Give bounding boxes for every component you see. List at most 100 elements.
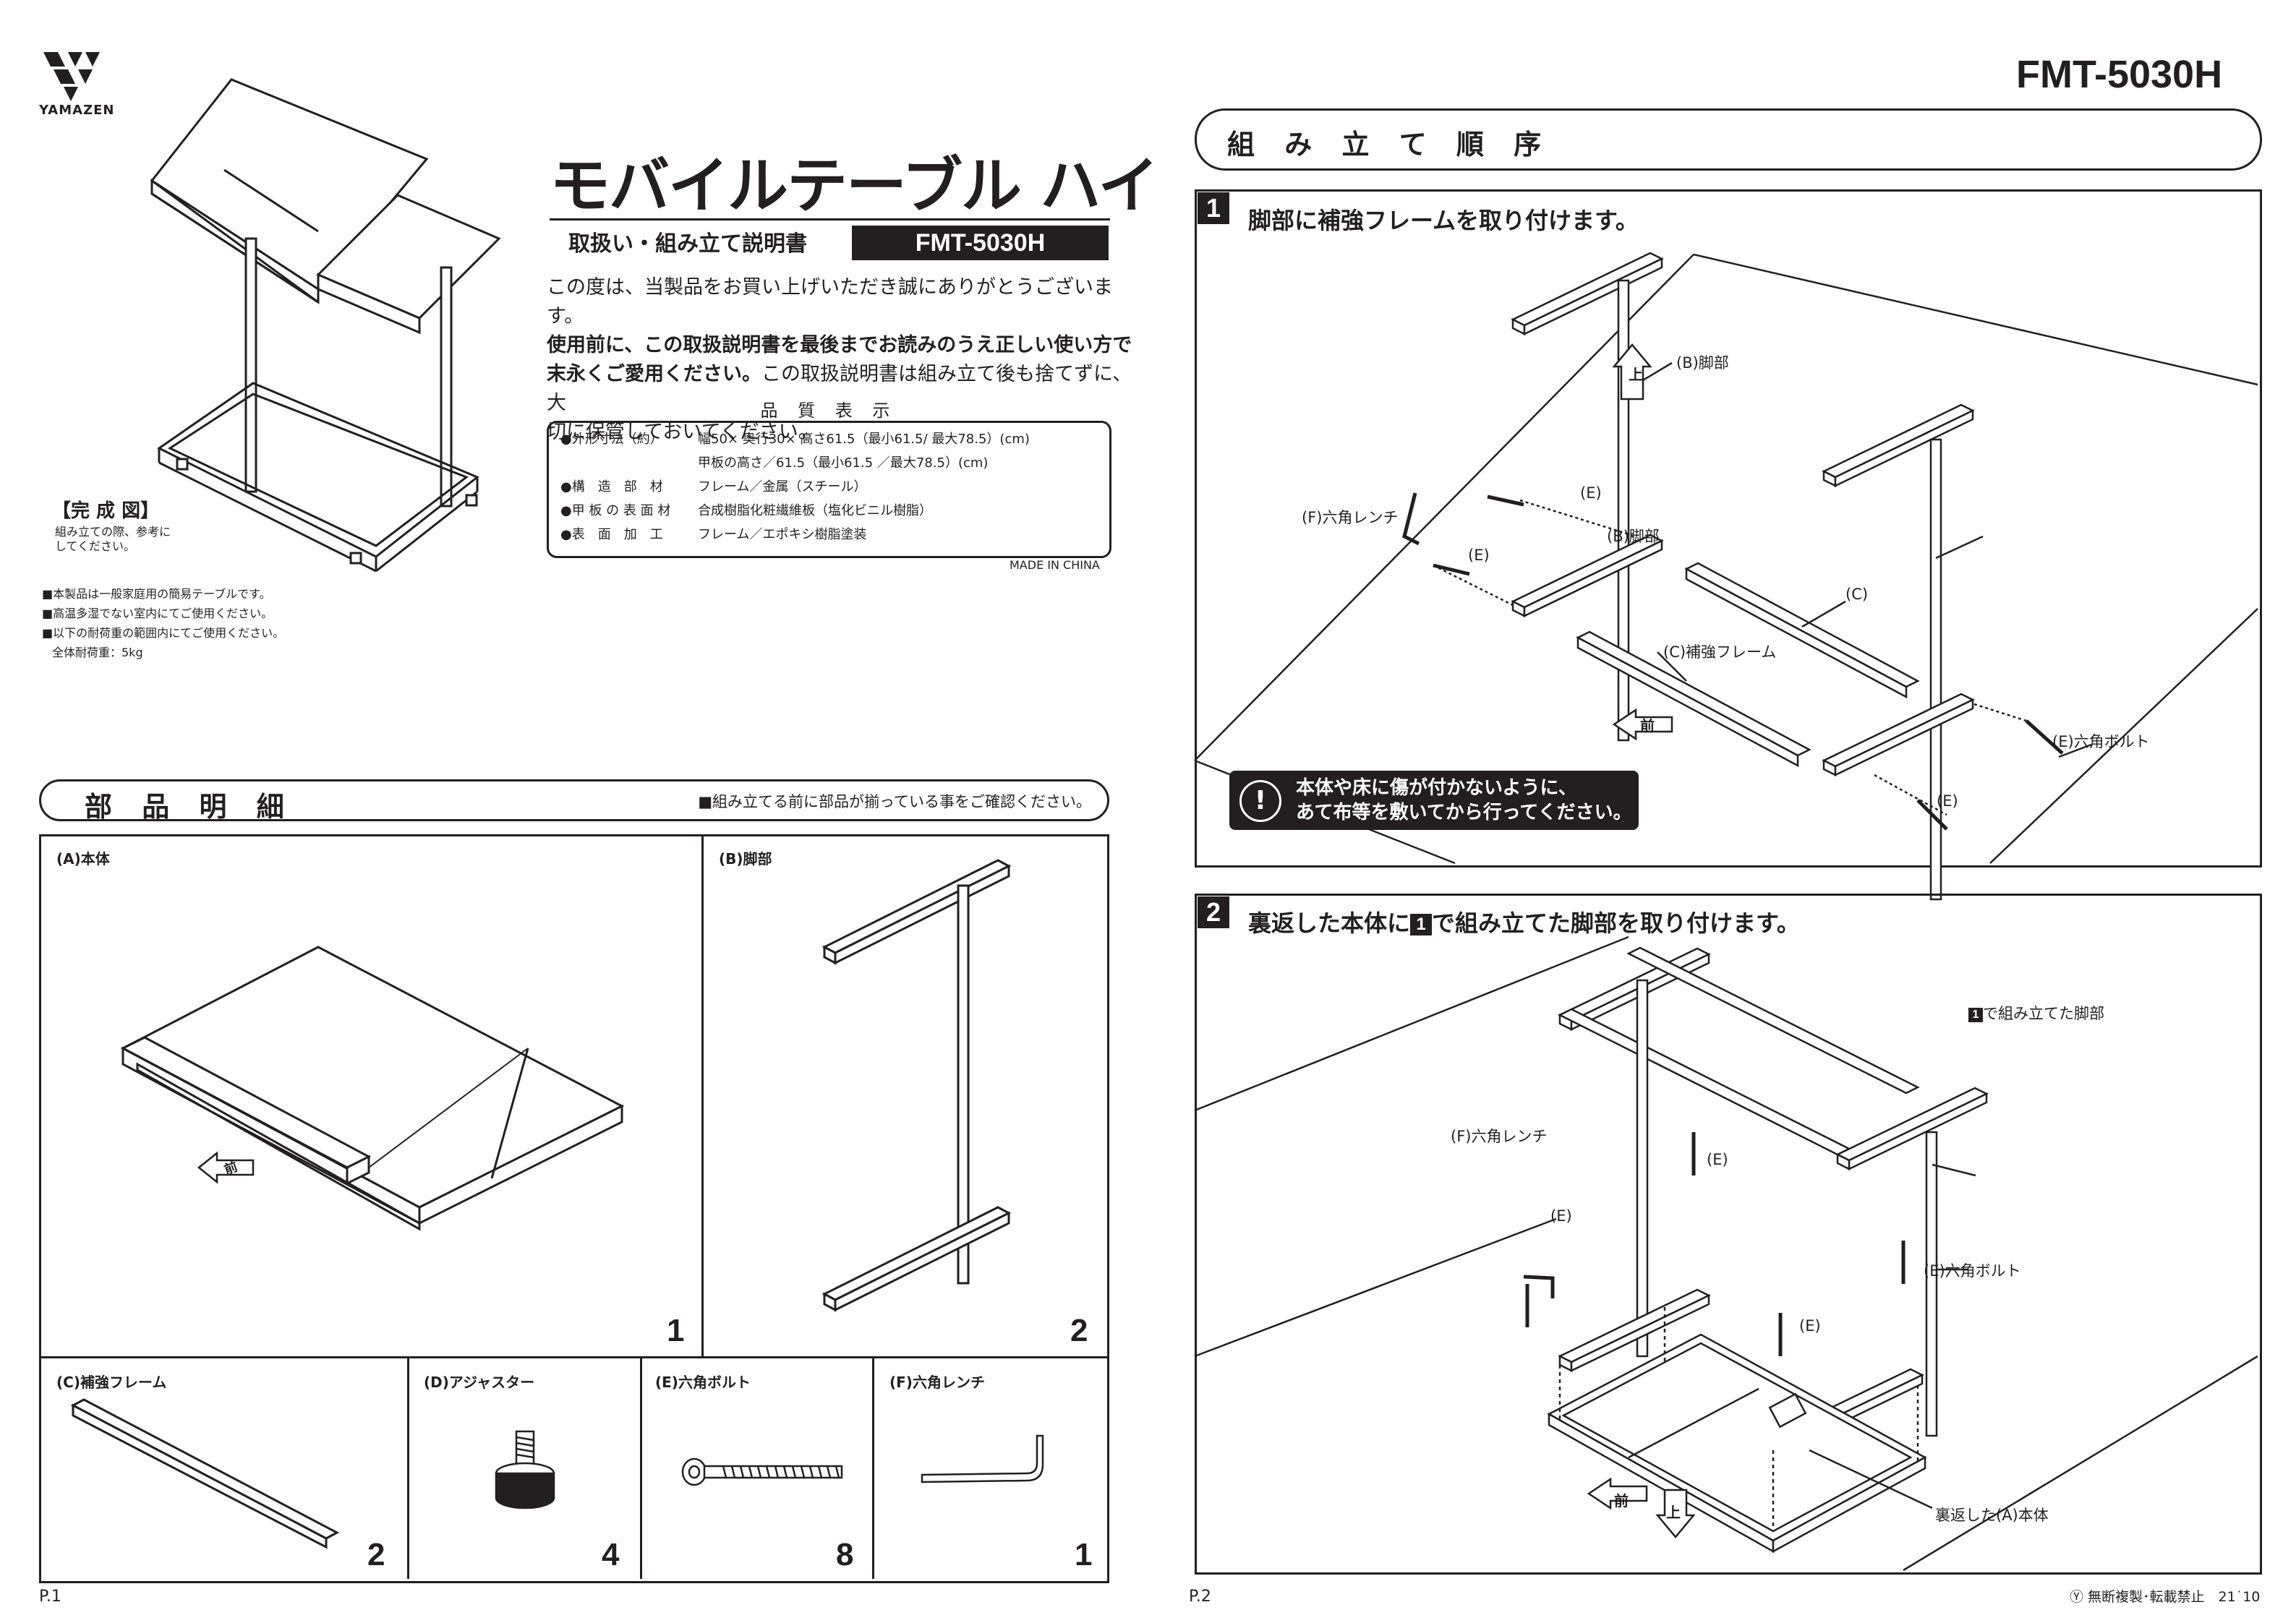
part-a-tabletop-illustration (116, 940, 636, 1243)
quality-label: ●甲 板 の 表 面 材 (560, 503, 671, 518)
title-underline (550, 218, 1110, 220)
copyright-notice: Ⓨ 無断複製･転載禁止 21˙10 (2070, 1589, 2261, 1605)
step-2-label-f: (F)六角レンチ (1451, 1128, 1548, 1145)
parts-divider (640, 1356, 642, 1579)
parts-divider (872, 1356, 874, 1579)
quality-value: 合成樹脂化粧繊維板（塩化ビニル樹脂） (698, 503, 932, 518)
quality-label: ●表 面 加 工 (560, 527, 663, 542)
step-2-number: 2 (1198, 896, 1229, 928)
warning-box: ! 本体や床に傷が付かないように、 あて布等を敷いてから行ってください。 (1229, 771, 1639, 830)
parts-section-header: 部 品 明 細 ■組み立てる前に部品が揃っている事をご確認ください。 (39, 779, 1109, 823)
step-1-assembly-illustration (1194, 189, 2258, 901)
part-c-frame-illustration (69, 1395, 344, 1549)
part-d-label: (D)アジャスター (424, 1374, 535, 1391)
step-1-label-e1: (E) (1580, 484, 1602, 502)
quality-label: ●外形寸法（約） (560, 432, 663, 447)
parts-list-panel (39, 834, 1109, 1583)
part-e-qty: 8 (836, 1537, 854, 1572)
step-2-legs-ref: 1 (1968, 1008, 1983, 1022)
step-1-label-e2: (E) (1468, 547, 1490, 564)
part-d-qty: 4 (602, 1537, 620, 1572)
model-number-box: FMT-5030H (852, 226, 1109, 260)
page-number-1: P.1 (39, 1588, 61, 1606)
complete-figure-title: 【完 成 図】 (52, 500, 160, 522)
warning-icon: ! (1239, 780, 1281, 822)
warning-line-1: 本体や床に傷が付かないように、 (1296, 777, 1577, 799)
part-f-qty: 1 (1075, 1537, 1093, 1572)
manual-subtitle: 取扱い・組み立て説明書 (568, 231, 807, 257)
front-mark-text: 前 (1640, 717, 1655, 735)
quality-row: ●外形寸法（約） 幅50× 奥行30× 高さ61.5（最小61.5/ 最大78.5… (560, 427, 1109, 451)
step-2-title-a: 裏返した本体に (1248, 909, 1411, 937)
assembly-section-header: 組 み 立 て 順 序 (1195, 108, 2262, 171)
step-1-label-c2: (C)補強フレーム (1663, 643, 1777, 661)
quality-table: ●外形寸法（約） 幅50× 奥行30× 高さ61.5（最小61.5/ 最大78.5… (547, 421, 1111, 558)
intro-line-3-bold: 末永くご愛用ください。 (547, 363, 761, 385)
parts-divider (701, 834, 704, 1358)
quality-row: 甲板の高さ／61.5（最小61.5 ／最大78.5）(cm) (560, 451, 1109, 475)
page-title: モバイルテーブル ハイ (550, 150, 1159, 221)
step-1-label-c1: (C) (1845, 586, 1869, 603)
step-2-assembly-illustration (1194, 894, 2258, 1572)
step-2-label-a: 裏返した(A)本体 (1935, 1507, 2049, 1524)
parts-divider (39, 1356, 1107, 1358)
usage-note-3: ■以下の耐荷重の範囲内にてご使用ください。 (42, 626, 285, 640)
page-number-2: P.2 (1189, 1588, 1211, 1606)
quality-row: ●表 面 加 工 フレーム／エポキシ樹脂塗装 (560, 523, 1109, 547)
step-2-title-ref: 1 (1410, 914, 1433, 935)
usage-note-4: 全体耐荷重：5kg (52, 646, 143, 659)
step-1-title: 脚部に補強フレームを取り付けます。 (1248, 207, 1639, 234)
step-2-label-e1: (E) (1707, 1151, 1728, 1168)
parts-section-title: 部 品 明 細 (85, 791, 294, 823)
complete-figure-note-1: 組み立ての際、参考に (55, 525, 171, 539)
assembly-section-title: 組 み 立 て 順 序 (1227, 129, 1552, 160)
quality-value: 幅50× 奥行30× 高さ61.5（最小61.5/ 最大78.5）(cm) (698, 432, 1030, 447)
usage-note-1: ■本製品は一般家庭用の簡易テーブルです。 (42, 587, 271, 601)
up-mark-text: 上 (1666, 1504, 1681, 1521)
intro-line-3: 末永くご愛用ください。この取扱説明書は組み立て後も捨てずに、大 (547, 360, 1132, 418)
complete-figure-note-2: してください。 (55, 539, 136, 553)
step-1-panel (1195, 189, 2262, 868)
step-1-number: 1 (1198, 192, 1229, 224)
quality-value: フレーム／エポキシ樹脂塗装 (698, 527, 867, 542)
quality-label (560, 451, 698, 475)
brand-name: YAMAZEN (39, 103, 115, 118)
intro-line-2: 使用前に、この取扱説明書を最後までお読みのうえ正しい使い方で (547, 334, 1132, 356)
parts-check-note: ■組み立てる前に部品が揃っている事をご確認ください。 (698, 793, 1091, 810)
part-c-qty: 2 (367, 1537, 385, 1572)
step-2-panel (1195, 894, 2262, 1575)
front-direction-arrow-icon: 前 (195, 1149, 260, 1186)
quality-label: ●構 造 部 材 (560, 479, 663, 494)
intro-line-4: 切に保管しておいてください。 (547, 421, 818, 443)
intro-line-3-rest: この取扱説明書は組み立て後も捨てずに、大 (547, 363, 1132, 414)
step-2-label-e4: (E) (1799, 1317, 1821, 1335)
part-c-label: (C)補強フレーム (56, 1374, 167, 1391)
quality-value: フレーム／金属（スチール） (698, 479, 867, 494)
parts-divider (407, 1356, 409, 1579)
step-2-legs-text: で組み立てた脚部 (1983, 1005, 2104, 1022)
step-1-label-f: (F)六角レンチ (1302, 509, 1399, 526)
usage-notes: ■本製品は一般家庭用の簡易テーブルです。 ■高温多湿でない室内にてご使用ください… (42, 584, 284, 662)
part-a-qty: 1 (667, 1313, 685, 1348)
quality-heading: 品 質 表 示 (760, 401, 897, 421)
complete-table-illustration (137, 72, 513, 578)
step-1-label-b2: (B)脚部 (1607, 528, 1660, 545)
step-1-label-b1: (B)脚部 (1676, 354, 1729, 372)
part-f-hex-wrench-illustration (918, 1431, 1049, 1489)
quality-value: 甲板の高さ／61.5（最小61.5 ／最大78.5）(cm) (698, 455, 989, 471)
step-1-label-e4: (E) (1937, 792, 1958, 810)
yamazen-logo: YAMAZEN (39, 46, 114, 119)
step-2-title-b: で組み立てた脚部を取り付けます。 (1432, 909, 1800, 937)
step-2-label-e3: (E)六角ボルト (1924, 1262, 2021, 1280)
quality-row: ●構 造 部 材 フレーム／金属（スチール） (560, 475, 1109, 499)
made-in-label: MADE IN CHINA (1010, 558, 1100, 572)
part-f-label: (F)六角レンチ (889, 1374, 985, 1391)
step-1-label-e3: (E)六角ボルト (2052, 733, 2150, 750)
part-b-qty: 2 (1070, 1313, 1088, 1348)
step-2-label-e2: (E) (1550, 1207, 1572, 1225)
part-b-label: (B)脚部 (719, 850, 772, 868)
part-b-leg-illustration (817, 853, 1034, 1330)
part-e-bolt-illustration (680, 1457, 846, 1486)
